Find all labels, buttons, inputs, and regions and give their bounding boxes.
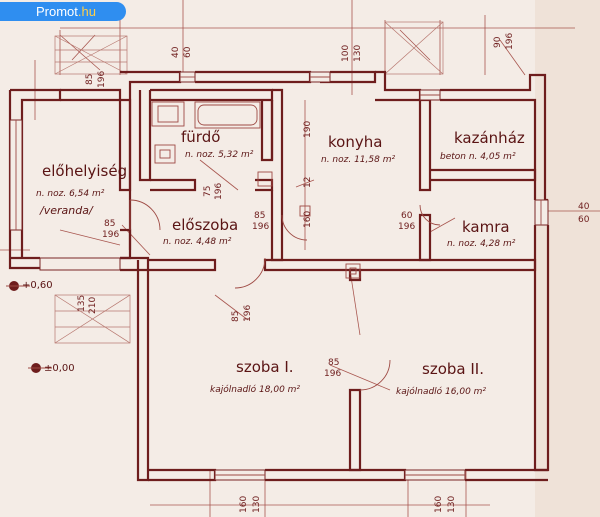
- kazanhaz-top-hatch: [384, 21, 444, 75]
- dim-top-100: 100: [341, 45, 351, 62]
- watermark-brand: Promot: [36, 4, 78, 19]
- dim-szoba1-196: 196: [243, 305, 253, 322]
- room-furdo-area: n. noz. 5,32 m²: [185, 150, 254, 160]
- dim-kamra-60: 60: [401, 211, 413, 221]
- room-szoba1-area: kajólnadló 18,00 m²: [210, 384, 300, 395]
- room-kamra-area: n. noz. 4,28 m²: [447, 239, 516, 249]
- windows: [9, 71, 549, 481]
- room-szoba2-name: szoba II.: [422, 360, 484, 378]
- dim-right-40: 40: [578, 202, 590, 212]
- dim-furdo-196: 196: [214, 183, 224, 200]
- dim-konyha-190: 190: [303, 121, 313, 138]
- level-markers: +0,60 ±0,00: [6, 280, 75, 374]
- room-eloszoba-name: előszoba: [172, 216, 238, 234]
- room-szoba2-area: kajólnadló 16,00 m²: [396, 386, 486, 397]
- dim-konyha-12: 12: [303, 177, 313, 188]
- room-konyha-area: n. noz. 11,58 m²: [321, 155, 395, 165]
- room-kazanhaz-area: beton n. 4,05 m²: [440, 152, 516, 162]
- dim-bot-130a: 130: [252, 496, 262, 513]
- dim-stair-135: 135: [77, 295, 87, 312]
- level-upper: +0,60: [22, 280, 53, 291]
- dim-elosz-85: 85: [254, 211, 265, 221]
- dim-top-90: 90: [493, 36, 503, 48]
- veranda-top-hatch: [54, 35, 128, 75]
- room-labels: előhelyiség n. noz. 6,54 m² /veranda/ fü…: [36, 128, 525, 397]
- entrance-stairs: [54, 294, 131, 344]
- room-kamra-name: kamra: [462, 218, 510, 236]
- level-ground: ±0,00: [44, 363, 75, 374]
- dim-left-196: 196: [97, 71, 107, 88]
- room-elohelyiseg-area: n. noz. 6,54 m²: [36, 189, 105, 199]
- chimney: [257, 171, 361, 279]
- bathtub: [194, 101, 261, 129]
- room-kazanhaz-name: kazánház: [454, 129, 525, 147]
- room-elohelyiseg-note: /veranda/: [39, 204, 94, 217]
- dim-bot-130b: 130: [447, 496, 457, 513]
- dim-konyha-160: 160: [303, 211, 313, 228]
- dim-elosz-196: 196: [252, 222, 269, 232]
- dim-szoba1-85: 85: [231, 311, 241, 322]
- dim-top-40: 40: [171, 46, 181, 58]
- dim-elo-85: 85: [104, 219, 115, 229]
- sink: [151, 101, 185, 127]
- dim-top-60: 60: [183, 46, 193, 58]
- dim-top-196: 196: [505, 33, 515, 50]
- dim-bot-160a: 160: [239, 496, 249, 513]
- dim-kamra-196: 196: [398, 222, 415, 232]
- dim-left-85: 85: [85, 74, 95, 85]
- dim-stair-210: 210: [88, 297, 98, 314]
- door-arcs: [129, 199, 441, 391]
- room-szoba1-name: szoba I.: [236, 358, 294, 376]
- dim-bot-160b: 160: [434, 496, 444, 513]
- dim-door-196: 196: [324, 369, 341, 379]
- room-elohelyiseg-name: előhelyiség: [42, 162, 127, 180]
- room-konyha-name: konyha: [328, 133, 382, 151]
- dim-furdo-75: 75: [203, 186, 213, 197]
- dimension-labels: 40 60 100 130 90 196 85 196 190 12 160 7…: [77, 33, 590, 513]
- dim-elo-196: 196: [102, 230, 119, 240]
- dim-top-130: 130: [353, 45, 363, 62]
- dim-door-85: 85: [328, 358, 339, 368]
- toilet: [154, 144, 176, 164]
- room-furdo-name: fürdő: [181, 128, 220, 146]
- watermark-badge: Promot.hu: [0, 2, 126, 21]
- dim-right-60: 60: [578, 215, 590, 225]
- watermark-tld: .hu: [77, 4, 96, 19]
- room-eloszoba-area: n. noz. 4,48 m²: [163, 237, 232, 247]
